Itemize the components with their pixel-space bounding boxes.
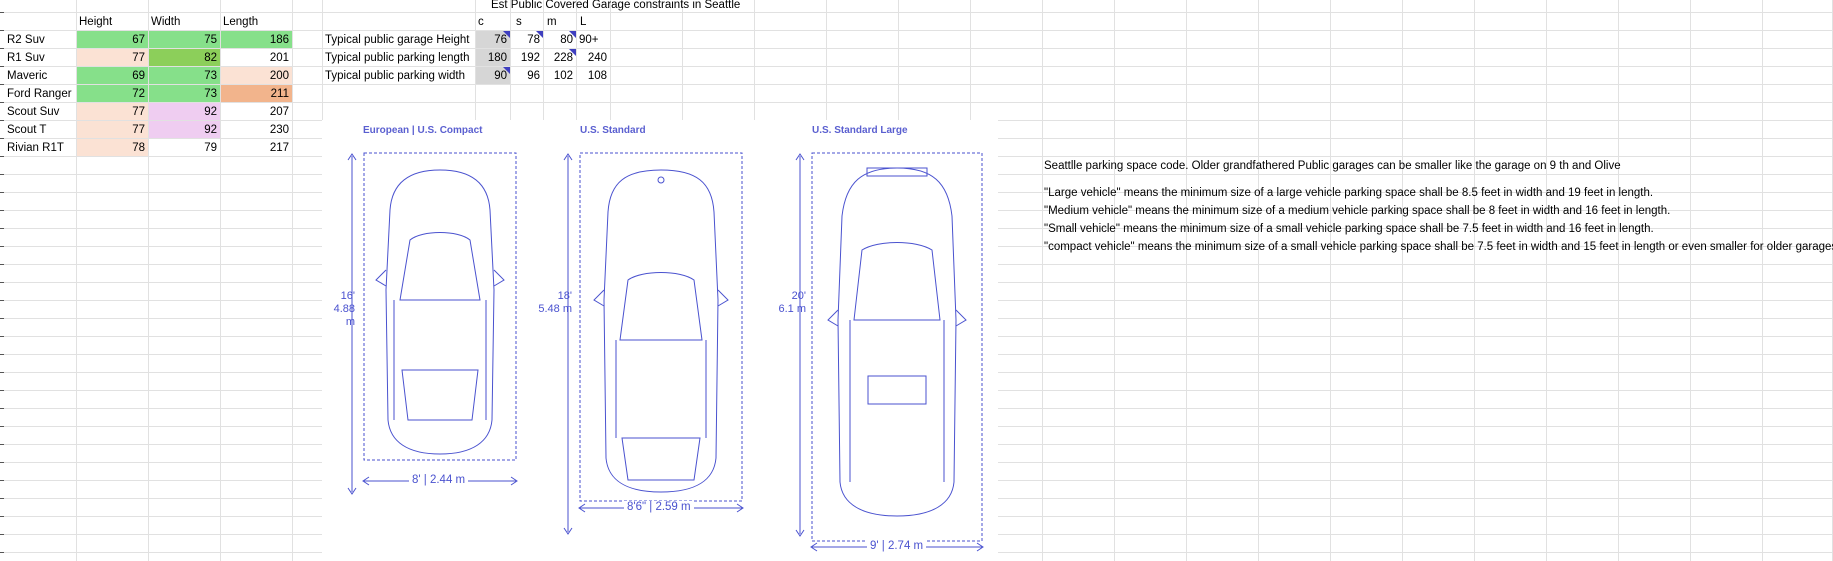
comment-indicator-icon[interactable] [503, 31, 510, 38]
vehicle-height[interactable]: 69 [132, 70, 145, 82]
garage-value-m[interactable]: 228 [553, 52, 573, 64]
vehicle-width[interactable]: 79 [204, 142, 217, 154]
comment-indicator-icon[interactable] [503, 67, 510, 74]
panel-title-standard: U.S. Standard [580, 125, 646, 136]
vehicle-width[interactable]: 92 [204, 106, 217, 118]
vehicle-length[interactable]: 230 [269, 124, 289, 136]
garage-row-label[interactable]: Typical public parking length [325, 52, 470, 64]
length-m: 6.1 m [778, 303, 806, 315]
header-width[interactable]: Width [151, 16, 181, 28]
vehicle-height[interactable]: 77 [132, 124, 145, 136]
garage-value-s[interactable]: 192 [520, 52, 540, 64]
garage-value-s[interactable]: 96 [527, 70, 540, 82]
note-line[interactable]: "Small vehicle" means the minimum size o… [1044, 223, 1654, 235]
panel-title-compact: European | U.S. Compact [363, 125, 483, 136]
vehicle-length[interactable]: 201 [269, 52, 289, 64]
cell-fill [77, 31, 148, 48]
cell-fill [476, 49, 510, 66]
vehicle-height[interactable]: 78 [132, 142, 145, 154]
column-header-c[interactable]: c [478, 16, 484, 28]
vehicle-length[interactable]: 207 [269, 106, 289, 118]
length-ft: 16' [340, 290, 355, 302]
length-dimension-standard-large: 20' 6.1 m [762, 290, 806, 316]
vehicle-height[interactable]: 77 [132, 106, 145, 118]
panel-title-standard-large: U.S. Standard Large [812, 125, 908, 136]
garage-value-c[interactable]: 180 [487, 52, 507, 64]
cell-fill [476, 67, 510, 84]
vehicle-width[interactable]: 92 [204, 124, 217, 136]
vehicle-width[interactable]: 82 [204, 52, 217, 64]
vehicle-length[interactable]: 217 [269, 142, 289, 154]
garage-value-l[interactable]: 240 [587, 52, 607, 64]
cell-fill [77, 121, 148, 138]
length-dimension-standard: 18' 5.48 m [522, 290, 572, 316]
cell-fill [77, 103, 148, 120]
car-outlines [347, 152, 984, 552]
cell-fill [77, 67, 148, 84]
column-header-l[interactable]: L [580, 16, 587, 28]
cell-fill [221, 85, 292, 102]
vehicle-name[interactable]: R2 Suv [7, 34, 45, 46]
length-m: 5.48 m [538, 303, 572, 315]
garage-row-label[interactable]: Typical public garage Height [325, 34, 470, 46]
vehicle-height[interactable]: 72 [132, 88, 145, 100]
cell-fill [149, 31, 220, 48]
cell-fill [149, 49, 220, 66]
vehicle-name[interactable]: Rivian R1T [7, 142, 64, 154]
vehicle-width[interactable]: 73 [204, 88, 217, 100]
cell-fill [221, 31, 292, 48]
cell-fill [149, 103, 220, 120]
parking-space-diagram[interactable]: European | U.S. Compact U.S. Standard U.… [322, 120, 998, 561]
note-line[interactable]: "Large vehicle" means the minimum size o… [1044, 187, 1654, 199]
comment-indicator-icon[interactable] [569, 49, 576, 56]
cell-fill [476, 31, 510, 48]
vehicle-height[interactable]: 77 [132, 52, 145, 64]
width-dimension-standard: 8'6" | 2.59 m [624, 501, 694, 513]
cell-fill [149, 121, 220, 138]
header-height[interactable]: Height [79, 16, 113, 28]
vehicle-length[interactable]: 211 [270, 88, 289, 100]
cell-fill [77, 139, 148, 156]
vehicle-name[interactable]: Maveric [7, 70, 48, 82]
cell-fill [77, 49, 148, 66]
length-ft: 18' [557, 290, 572, 302]
vehicle-width[interactable]: 73 [204, 70, 217, 82]
length-dimension-compact: 16' 4.88 m [322, 290, 355, 329]
cell-fill [149, 85, 220, 102]
width-dimension-standard-large: 9' | 2.74 m [867, 540, 927, 552]
garage-row-label[interactable]: Typical public parking width [325, 70, 465, 82]
cell-fill [149, 67, 220, 84]
garage-value-l[interactable]: 90+ [579, 34, 599, 46]
comment-indicator-icon[interactable] [536, 31, 543, 38]
vehicle-length[interactable]: 186 [269, 34, 289, 46]
vehicle-name[interactable]: Scout Suv [7, 106, 60, 118]
garage-value-l[interactable]: 108 [587, 70, 607, 82]
vehicle-length[interactable]: 200 [269, 70, 289, 82]
vehicle-name[interactable]: Scout T [7, 124, 47, 136]
garage-title[interactable]: Est Public Covered Garage constraints in… [491, 0, 741, 11]
vehicle-height[interactable]: 67 [132, 34, 145, 46]
length-ft: 20' [791, 290, 806, 302]
cell-fill [221, 67, 292, 84]
cell-fill [77, 85, 148, 102]
note-line[interactable]: "compact vehicle" means the minimum size… [1044, 241, 1833, 253]
vehicle-name[interactable]: R1 Suv [7, 52, 45, 64]
vehicle-width[interactable]: 75 [204, 34, 217, 46]
length-m: 4.88 m [333, 303, 355, 328]
vehicle-name[interactable]: Ford Ranger [7, 88, 72, 100]
note-line[interactable]: Seattlle parking space code. Older grand… [1044, 160, 1621, 172]
comment-indicator-icon[interactable] [569, 31, 576, 38]
column-header-s[interactable]: s [516, 16, 522, 28]
width-dimension-compact: 8' | 2.44 m [409, 474, 469, 486]
header-length[interactable]: Length [223, 16, 259, 28]
column-header-m[interactable]: m [547, 16, 557, 28]
note-line[interactable]: "Medium vehicle" means the minimum size … [1044, 205, 1671, 217]
garage-value-m[interactable]: 102 [553, 70, 573, 82]
